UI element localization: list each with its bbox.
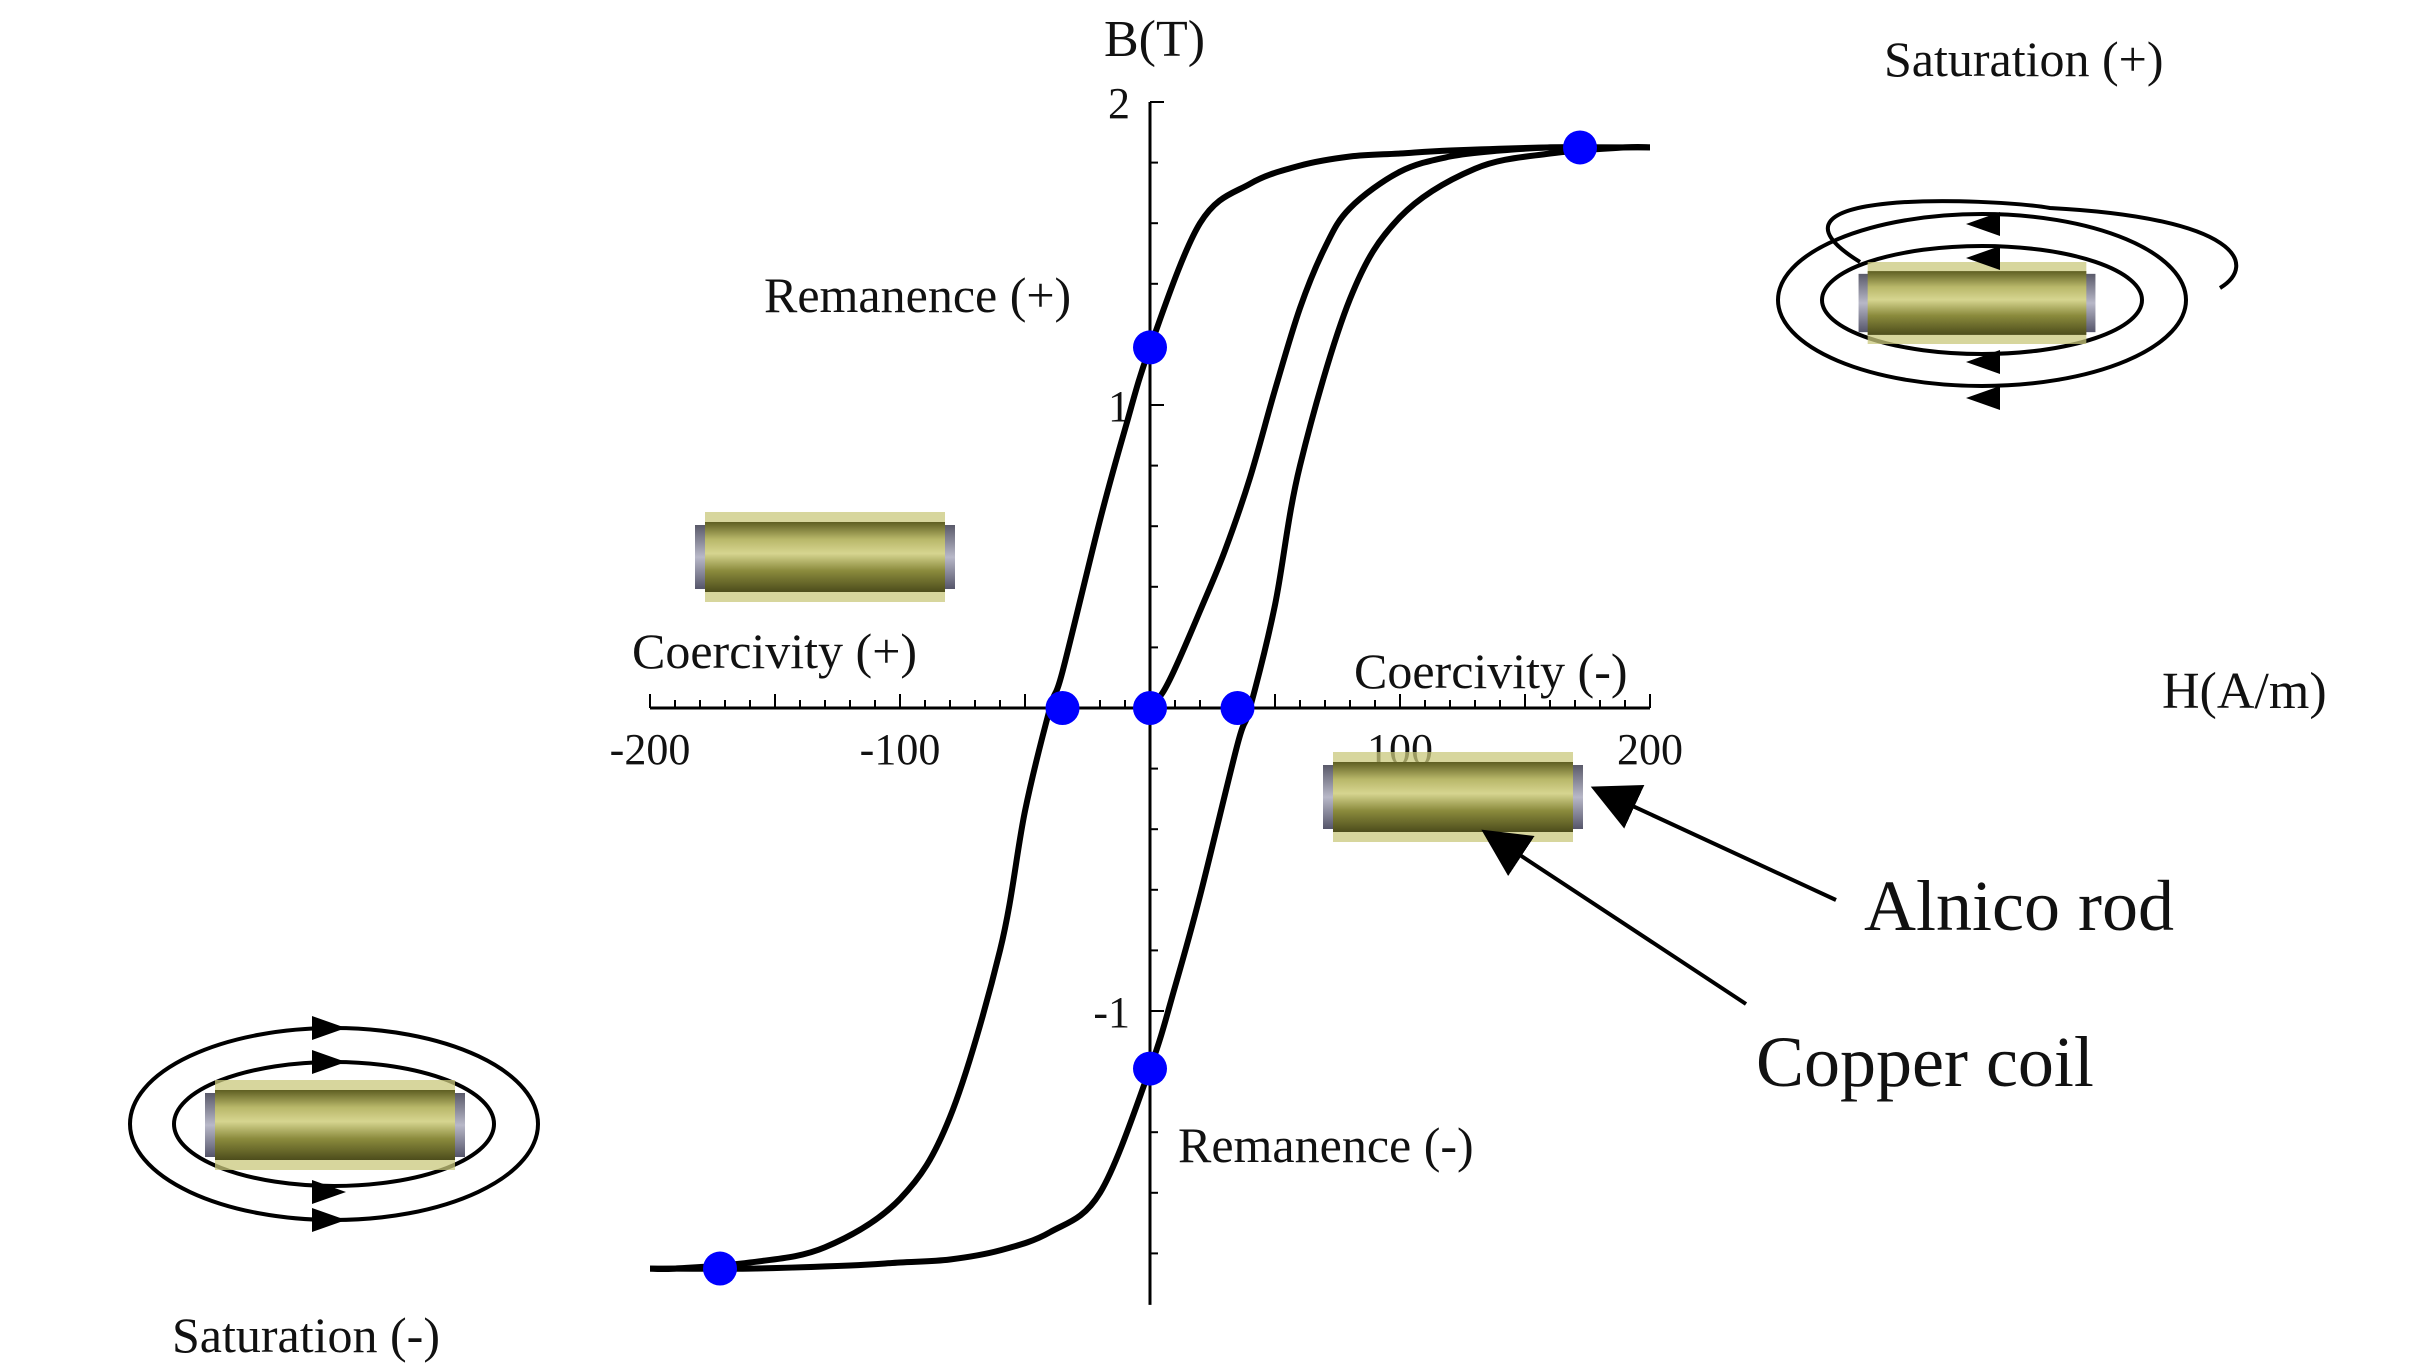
- key-point-marker: [703, 1251, 737, 1286]
- y-tick-label: 1: [1108, 382, 1130, 431]
- x-axis-label: H(A/m): [2162, 663, 2327, 720]
- x-tick-label: -100: [860, 725, 941, 774]
- curve-initial-magnetization: [1147, 144, 1581, 710]
- curve-lower-branch: [649, 143, 1651, 1272]
- label-saturation-negative: Saturation (-): [172, 1307, 440, 1363]
- curve-upper-branch: [649, 144, 1651, 1273]
- key-point-marker: [1133, 1051, 1167, 1086]
- x-tick-label: -200: [610, 725, 691, 774]
- key-point-marker: [1220, 691, 1255, 725]
- label-saturation-positive: Saturation (+): [1884, 31, 2164, 87]
- label-coercivity-positive: Coercivity (+): [632, 623, 917, 679]
- rod-illustration-callout: [1323, 752, 1583, 842]
- label-alnico-rod: Alnico rod: [1864, 866, 2174, 946]
- label-remanence-negative: Remanence (-): [1178, 1117, 1474, 1173]
- key-points: [703, 130, 1597, 1286]
- key-point-marker: [1045, 691, 1080, 725]
- y-tick-label: -1: [1093, 988, 1130, 1037]
- magnetized-rod-negative: [128, 1016, 540, 1232]
- copper-coil-arrow: [1481, 829, 1748, 1006]
- key-point-marker: [1563, 130, 1597, 165]
- y-tick-label: 2: [1108, 79, 1130, 128]
- y-axis-label: B(T): [1104, 11, 1205, 68]
- key-point-marker: [1133, 691, 1167, 725]
- alnico-rod-arrow: [1590, 784, 1837, 902]
- label-copper-coil: Copper coil: [1756, 1022, 2094, 1102]
- label-coercivity-negative: Coercivity (-): [1354, 643, 1628, 699]
- hysteresis-curves: [649, 143, 1651, 1273]
- label-remanence-positive: Remanence (+): [764, 267, 1071, 323]
- callout-arrows: [1481, 784, 1837, 1006]
- key-point-marker: [1133, 330, 1167, 365]
- magnetized-rod-positive: [1776, 199, 2239, 410]
- rod-illustration-center: [695, 512, 955, 602]
- x-tick-label: 200: [1617, 725, 1683, 774]
